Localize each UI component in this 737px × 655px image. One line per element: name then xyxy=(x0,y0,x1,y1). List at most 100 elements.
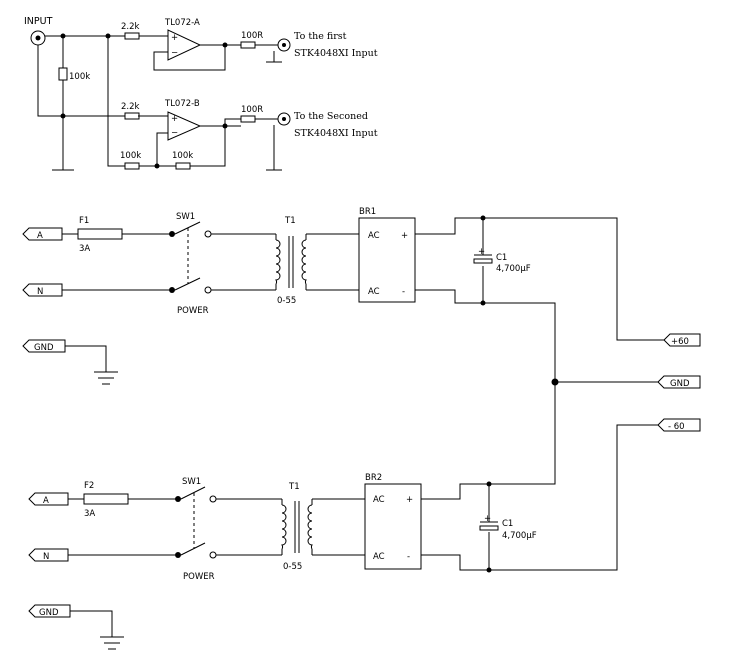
input-buffer-section: INPUT 100k 2.2k 2.2k + − TL072-A 100R To… xyxy=(24,16,378,171)
switch-contact xyxy=(204,286,212,294)
switch-upper-caption: POWER xyxy=(177,306,209,316)
ground-symbol-lower xyxy=(70,610,124,650)
output-a-line2: STK4048XI Input xyxy=(294,48,378,59)
opamp-b-plus: + xyxy=(171,114,178,124)
psu-lower: A N GND F2 3A SW1 POWER T1 0-55 BR2 AC A… xyxy=(28,382,658,650)
resistor-2k2-a-label: 2.2k xyxy=(121,22,140,32)
transformer-lower-label: T1 xyxy=(288,482,300,492)
capacitor-c1-lower-plate xyxy=(479,525,499,531)
capacitor-c1-upper-label: C1 xyxy=(496,253,507,263)
switch-contact xyxy=(169,287,175,293)
opamp-b xyxy=(167,111,202,141)
opamp-b-wires xyxy=(138,115,277,166)
switch-blade xyxy=(180,486,206,500)
capacitor-c1-upper-plate xyxy=(473,258,493,264)
transformer-upper-label: T1 xyxy=(284,216,296,226)
opamp-b-label: TL072-B xyxy=(164,99,200,109)
junction xyxy=(222,123,228,129)
switch-blade xyxy=(180,542,206,556)
switch-lower-caption: POWER xyxy=(183,572,215,582)
bridge-br2-minus: - xyxy=(407,552,410,562)
transformer-upper-rating: 0-55 xyxy=(277,296,296,306)
bridge-br1-plus: + xyxy=(401,231,408,241)
fuse-f2-rating: 3A xyxy=(84,509,95,519)
input-wires xyxy=(45,35,241,167)
junction xyxy=(222,42,228,48)
transformer-secondary-coil xyxy=(307,504,313,550)
bridge-br1-minus: - xyxy=(402,287,405,297)
transformer-secondary-wires xyxy=(311,498,365,556)
bridge-br1 xyxy=(358,217,416,303)
shunt-resistor xyxy=(58,67,68,81)
switch-contact xyxy=(175,552,181,558)
switch-contact xyxy=(209,551,217,559)
junction xyxy=(480,300,486,306)
output-port-neg60-label: - 60 xyxy=(668,422,685,432)
shunt-resistor-label: 100k xyxy=(69,72,90,82)
opamp-a-plus: + xyxy=(171,33,178,43)
transformer-lower-rating: 0-55 xyxy=(283,562,302,572)
junction xyxy=(105,33,111,39)
port-gnd-upper-label: GND xyxy=(34,343,54,353)
opamp-a-wires xyxy=(153,35,277,71)
resistor-100k-2 xyxy=(175,162,191,170)
input-shunt-wires xyxy=(37,36,125,171)
fuse-f2-label: F2 xyxy=(84,481,94,491)
resistor-100k-1-label: 100k xyxy=(120,151,141,161)
output-jack-b-pin xyxy=(282,117,286,121)
output-b-line1: To the Seconed xyxy=(294,111,368,122)
fuse-f1-rating: 3A xyxy=(79,244,90,254)
resistor-2k2-b-label: 2.2k xyxy=(121,102,140,112)
output-port-pos60-label: +60 xyxy=(671,337,689,347)
junction xyxy=(486,481,492,487)
resistor-100r-a-label: 100R xyxy=(241,31,263,41)
bridge-br2-label: BR2 xyxy=(365,473,382,483)
positive-rail-upper xyxy=(415,217,664,341)
junction xyxy=(154,163,160,169)
capacitor-c1-lower-plus: + xyxy=(484,514,491,524)
opamp-a-minus: − xyxy=(171,48,178,58)
input-jack-pin xyxy=(35,35,41,41)
transformer-secondary-coil xyxy=(301,239,307,285)
fuse-f1 xyxy=(77,228,123,240)
port-a-upper-label: A xyxy=(37,231,43,241)
output-a-line1: To the first xyxy=(294,31,347,42)
jack-b-ground xyxy=(266,118,282,171)
transformer-primary-coil xyxy=(281,504,287,550)
output-port-pos60 xyxy=(663,333,701,347)
port-gnd-lower-label: GND xyxy=(39,608,59,618)
resistor-100k-1 xyxy=(124,162,140,170)
opamp-a-label: TL072-A xyxy=(164,18,200,28)
bridge-br2-ac2: AC xyxy=(373,552,385,562)
resistor-2k2-a xyxy=(124,32,140,40)
center-rail-upper xyxy=(415,289,556,382)
junction xyxy=(60,33,66,39)
output-port-gnd xyxy=(657,375,701,389)
resistor-100r-b-label: 100R xyxy=(241,105,263,115)
output-port-neg60 xyxy=(657,418,701,432)
bridge-br1-ac2: AC xyxy=(368,287,380,297)
bridge-br1-label: BR1 xyxy=(359,207,376,217)
bridge-br1-ac1: AC xyxy=(368,231,380,241)
switch-contact xyxy=(209,495,217,503)
ground-symbol-upper xyxy=(65,345,118,385)
bridge-br2-plus: + xyxy=(406,495,413,505)
bridge-br2 xyxy=(364,483,422,570)
capacitor-c1-upper-value: 4,700µF xyxy=(496,264,531,274)
psu-upper: A N GND F1 3A SW1 POWER T1 0-55 BR1 xyxy=(22,207,664,385)
switch-lower-label: SW1 xyxy=(182,477,201,487)
capacitor-c1-lower-value: 4,700µF xyxy=(502,531,537,541)
resistor-100k-2-label: 100k xyxy=(172,151,193,161)
transformer-core xyxy=(294,501,300,553)
port-a-lower-label: A xyxy=(43,496,49,506)
output-ports: +60 GND - 60 xyxy=(551,333,701,432)
output-b-line2: STK4048XI Input xyxy=(294,128,378,139)
transformer-primary-wires xyxy=(216,498,283,556)
capacitor-c1-lower-label: C1 xyxy=(502,519,513,529)
opamp-b-minus: − xyxy=(171,128,178,138)
negative-rail-lower xyxy=(421,424,658,571)
resistor-100r-b xyxy=(240,115,256,123)
port-n-upper-label: N xyxy=(37,287,43,297)
fuse-f1-label: F1 xyxy=(79,216,89,226)
